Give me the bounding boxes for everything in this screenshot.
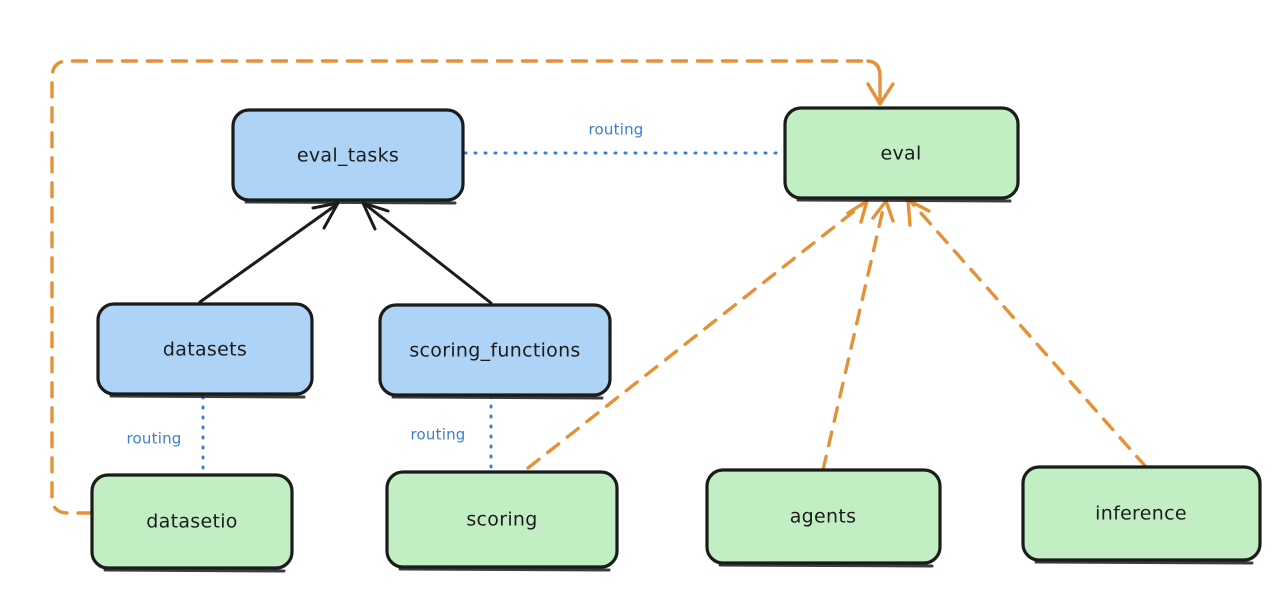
node-agents[interactable]: agents (705, 468, 942, 568)
node-scoring-label: scoring (466, 509, 537, 531)
node-datasetio-label: datasetio (146, 511, 237, 533)
edge-label-routing-datasetio: routing (127, 430, 182, 448)
node-eval_tasks-label: eval_tasks (297, 145, 399, 167)
node-inference[interactable]: inference (1021, 465, 1262, 565)
node-scoring_functions-label: scoring_functions (409, 340, 580, 362)
node-scoring_functions[interactable]: scoring_functions (378, 303, 612, 400)
node-datasetio[interactable]: datasetio (90, 473, 294, 573)
node-eval_tasks[interactable]: eval_tasks (231, 108, 465, 205)
edge-label-routing-scoring: routing (411, 426, 466, 444)
node-inference-label: inference (1095, 503, 1187, 525)
node-eval[interactable]: eval (783, 106, 1020, 203)
edge-datasetio-to-eval (50, 59, 895, 515)
node-datasets-label: datasets (163, 339, 247, 361)
node-eval-label: eval (880, 143, 921, 165)
node-scoring[interactable]: scoring (385, 470, 619, 572)
edge-label-routing-eval: routing (589, 121, 644, 139)
node-datasets[interactable]: datasets (96, 302, 314, 399)
node-agents-label: agents (790, 506, 857, 528)
